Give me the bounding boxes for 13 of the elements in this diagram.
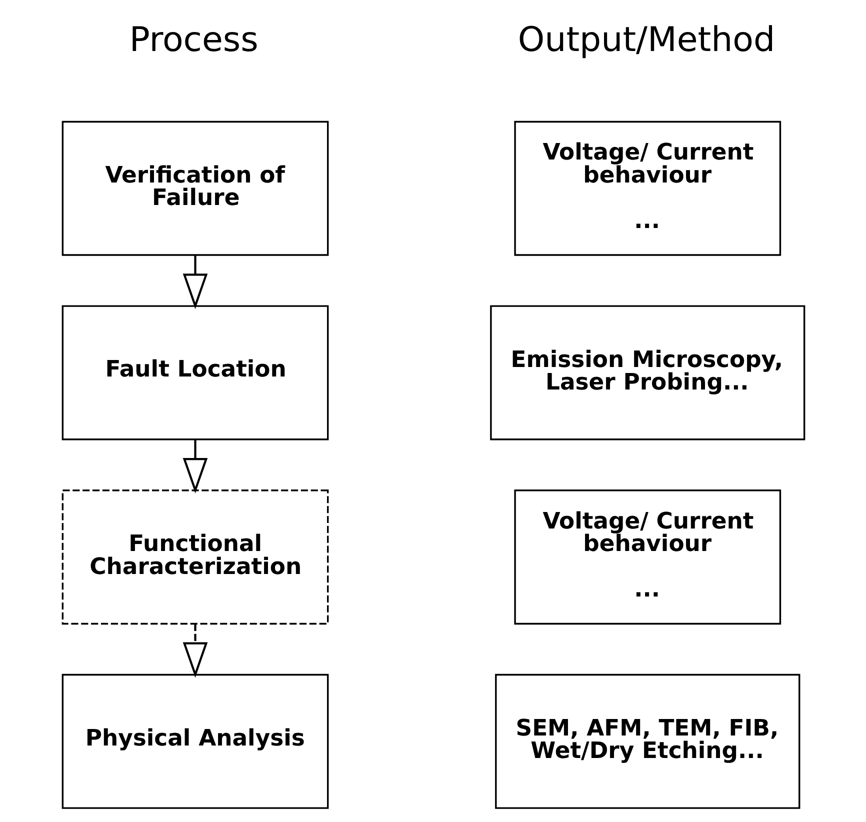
arrow xyxy=(182,255,208,310)
node-box: Fault Location xyxy=(61,305,328,440)
node-box: Physical Analysis xyxy=(61,674,328,809)
label: Process xyxy=(128,20,258,60)
node-box: Voltage/ Current behaviour ... xyxy=(514,120,781,256)
node-box: Verification of Failure xyxy=(61,120,328,256)
node-box: Voltage/ Current behaviour ... xyxy=(514,490,781,625)
label: Output/Method xyxy=(517,20,775,60)
node-box: Emission Microscopy, Laser Probing... xyxy=(490,305,805,440)
arrow xyxy=(182,440,208,494)
node-box: SEM, AFM, TEM, FIB, Wet/Dry Etching... xyxy=(494,674,800,809)
node-box: Functional Characterization xyxy=(61,490,328,625)
arrow xyxy=(182,624,208,678)
